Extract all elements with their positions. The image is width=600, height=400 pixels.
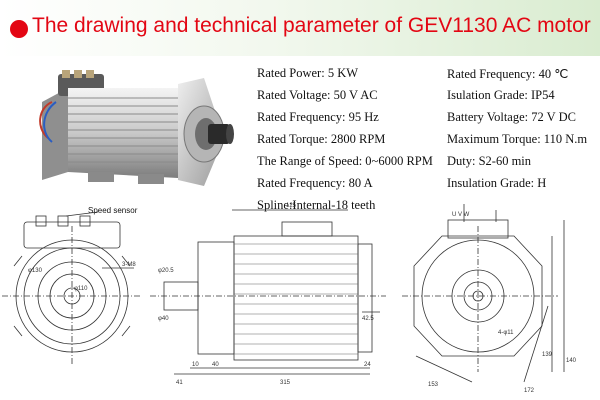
rear-dim-right: 172 — [524, 388, 535, 394]
rear-dim-r1: 139 — [542, 352, 553, 358]
param-max-torque: Maximum Torque: 110 N.m — [447, 132, 588, 146]
page-title: The drawing and technical parameter of G… — [32, 14, 591, 37]
side-dim-right: 42.5 — [362, 316, 374, 322]
side-dim-left-b: φ40 — [158, 316, 169, 322]
front-view-drawing: φ110 3-M8 φ130 — [2, 211, 142, 366]
param-speed-range: The Range of Speed: 0~6000 RPM — [257, 154, 433, 168]
rear-dim-holes: 4-φ11 — [498, 330, 514, 336]
param-rated-temperature: Rated Frequency: 40 ℃ — [447, 67, 569, 81]
side-dim-b3: 24 — [364, 362, 371, 368]
param-rated-frequency: Rated Frequency: 95 Hz — [257, 110, 379, 124]
param-rated-power: Rated Power: 5 KW — [257, 66, 359, 80]
side-view-drawing: 125 φ20.5 φ40 42.5 10 40 24 41 315 — [150, 203, 386, 386]
param-rated-current: Rated Frequency: 80 A — [257, 176, 373, 190]
side-dim-b2: 40 — [212, 362, 219, 368]
motor-photo — [39, 70, 234, 186]
side-dim-left-a: φ20.5 — [158, 268, 174, 274]
param-isulation-grade: Isulation Grade: IP54 — [447, 88, 555, 102]
rear-view-drawing: U V W 153 172 4-φ11 139 140 — [402, 204, 577, 394]
side-dim-total: 315 — [280, 380, 291, 386]
rear-dim-left: 153 — [428, 382, 439, 388]
front-dim-shaft: φ110 — [74, 286, 88, 292]
param-rated-voltage: Rated Voltage: 50 V AC — [257, 88, 378, 102]
rear-dim-r2: 140 — [566, 358, 577, 364]
param-spline: Spline:Internal-18 teeth — [257, 198, 376, 212]
param-duty: Duty: S2-60 min — [447, 154, 532, 168]
front-dim-flange: φ130 — [28, 268, 43, 274]
rear-dim-top: U V W — [452, 212, 470, 218]
param-rated-torque: Rated Torque: 2800 RPM — [257, 132, 386, 146]
header-band — [0, 0, 600, 56]
title-bullet-icon — [10, 20, 28, 38]
side-dim-b1: 10 — [192, 362, 199, 368]
side-dim-top: 125 — [286, 203, 297, 209]
param-insulation-grade: Insulation Grade: H — [447, 176, 547, 190]
param-battery-voltage: Battery Voltage: 72 V DC — [447, 110, 576, 124]
side-dim-b4: 41 — [176, 380, 183, 386]
speed-sensor-label: Speed sensor — [88, 206, 138, 215]
front-dim-bolt: 3-M8 — [122, 262, 136, 268]
